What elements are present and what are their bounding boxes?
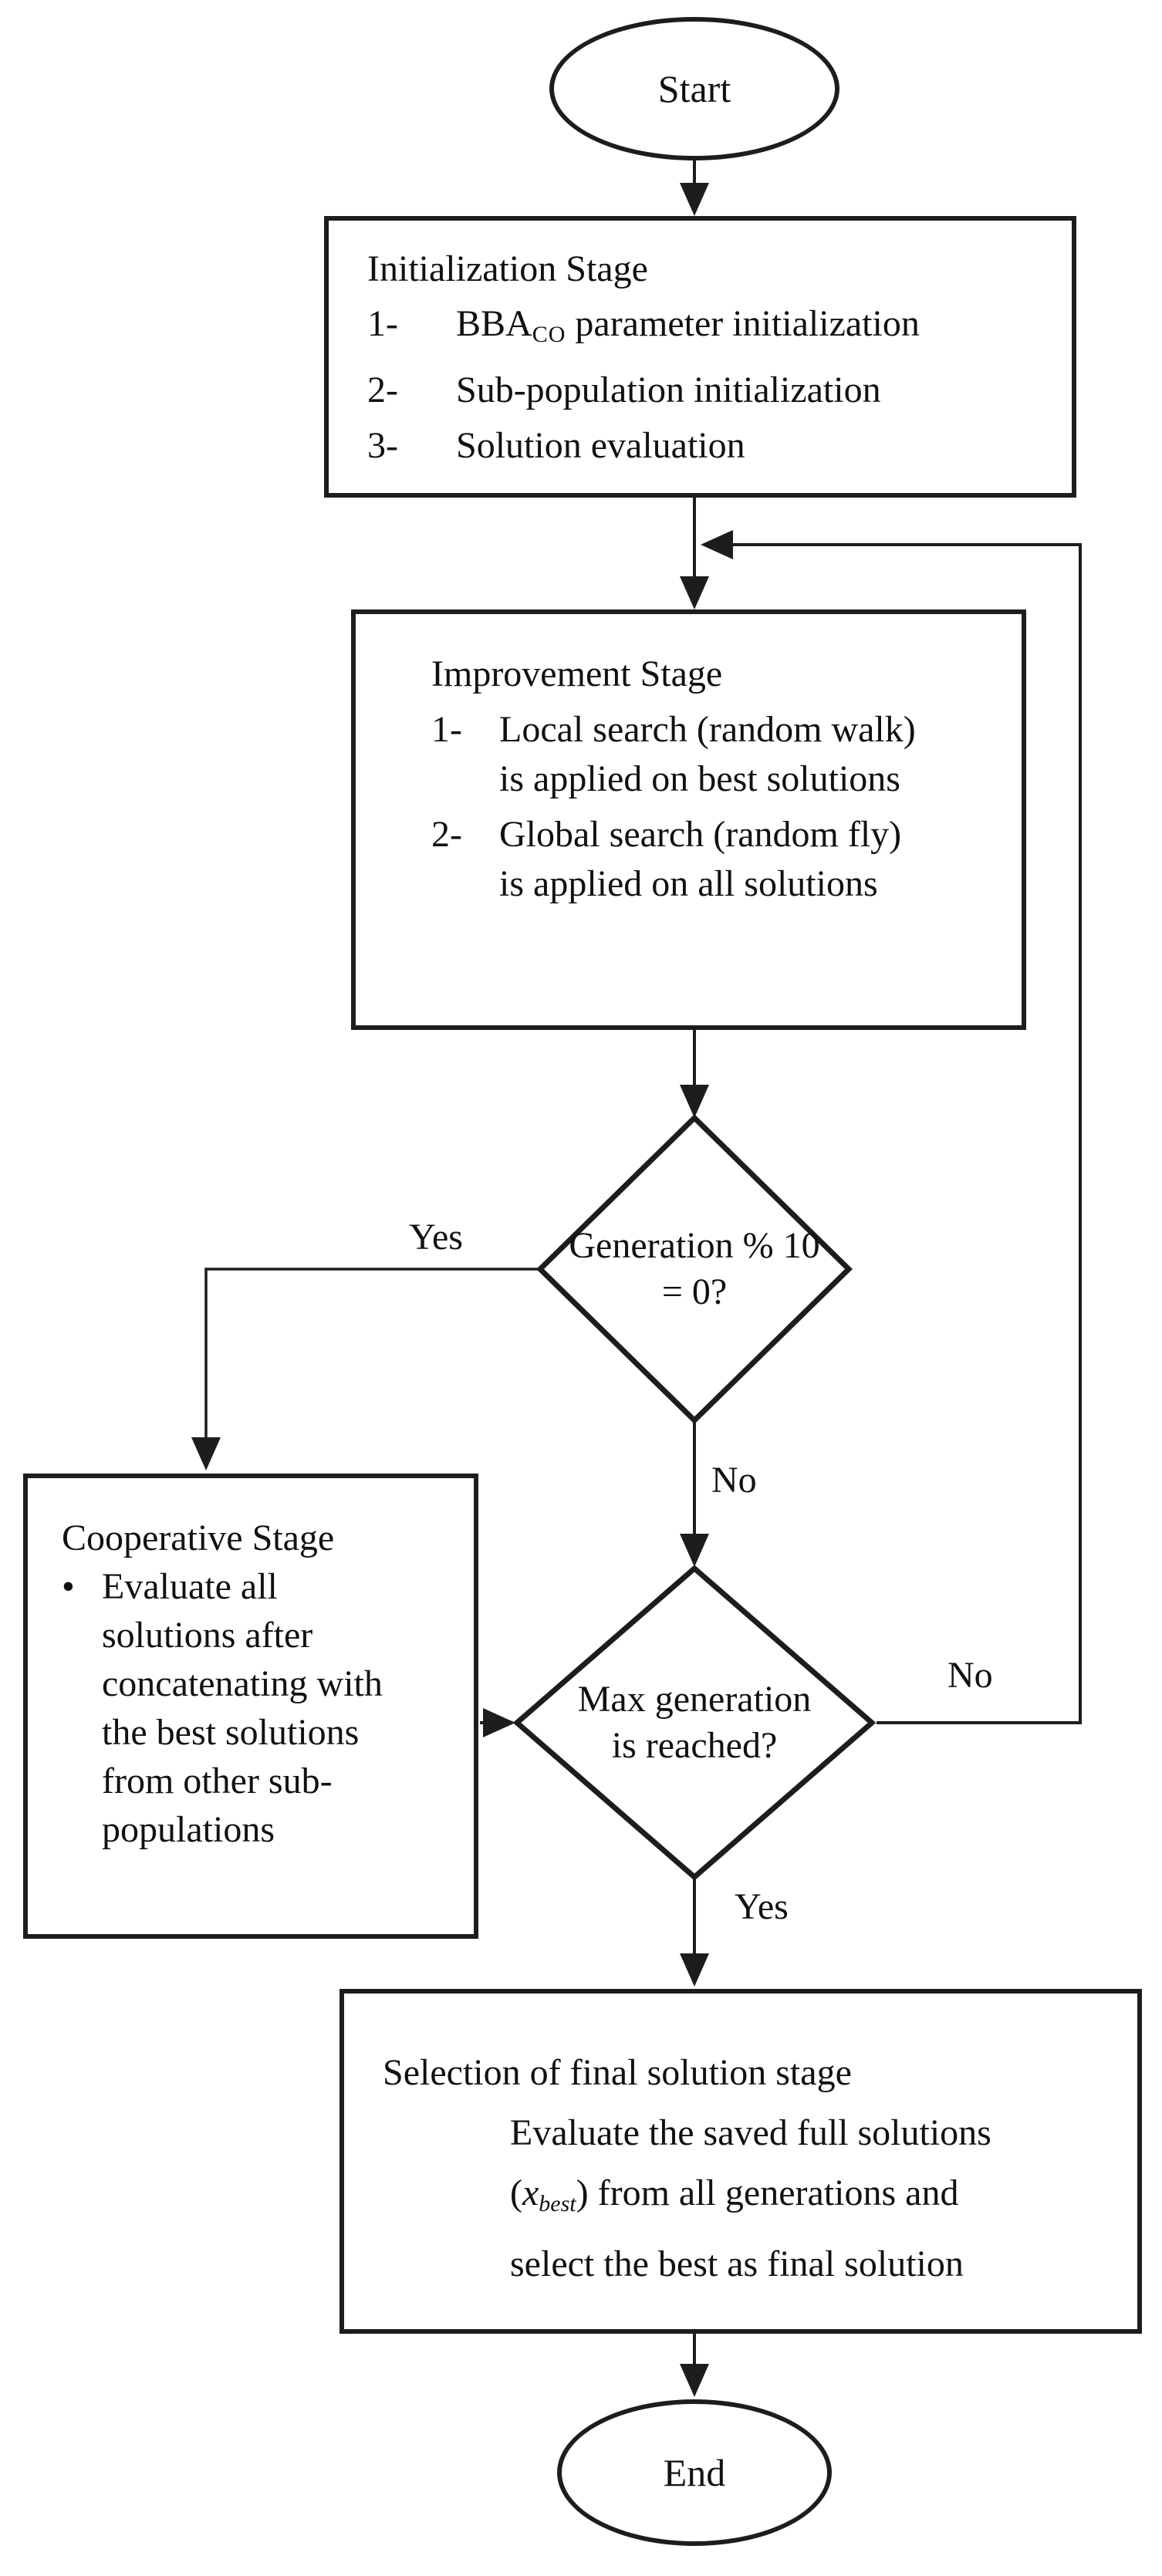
start-node: Start bbox=[549, 17, 839, 160]
label-max-no: No bbox=[948, 1655, 993, 1696]
final-selection-line: (xbest) from all generations and bbox=[510, 2163, 1122, 2234]
list-item-number: 1- bbox=[431, 709, 462, 750]
list-item-text: Global search (random fly) is applied on… bbox=[499, 810, 1006, 909]
paren-text: ( bbox=[510, 2173, 522, 2213]
list-item-text: Local search (random walk) is applied on… bbox=[499, 705, 1006, 804]
list-item-line: concatenating with bbox=[102, 1663, 383, 1704]
xbest-variable: x bbox=[522, 2173, 539, 2213]
arrowhead-right-icon bbox=[483, 1708, 515, 1737]
list-item-text: Sub-population initialization bbox=[456, 370, 881, 410]
arrowhead-down-icon bbox=[680, 1953, 709, 1987]
final-selection-stage-node: Selection of final solution stage Evalua… bbox=[339, 1989, 1142, 2334]
cooperative-stage-node: Cooperative Stage • Evaluate all solutio… bbox=[23, 1474, 478, 1939]
initialization-stage-node: Initialization Stage 1- BBACO parameter … bbox=[324, 216, 1076, 498]
list-item: • Evaluate all solutions after concatena… bbox=[62, 1562, 463, 1854]
cooperative-title: Cooperative Stage bbox=[62, 1518, 335, 1558]
label-generation-yes: Yes bbox=[409, 1217, 463, 1258]
edge-gencheck-yes-line bbox=[204, 1268, 540, 1437]
final-selection-line: select the best as final solution bbox=[510, 2243, 964, 2284]
list-item-line: the best solutions bbox=[102, 1712, 360, 1753]
list-item-text: BBACO parameter initialization bbox=[456, 298, 1056, 361]
end-node: End bbox=[557, 2399, 832, 2546]
arrowhead-down-icon bbox=[191, 1437, 221, 1470]
list-item-number: 3- bbox=[367, 425, 398, 466]
list-item: 1- BBACO parameter initialization bbox=[367, 298, 1056, 361]
label-max-yes: Yes bbox=[735, 1886, 789, 1927]
arrowhead-left-icon bbox=[701, 530, 733, 559]
arrowhead-down-icon bbox=[680, 576, 709, 609]
list-item: 2- Global search (random fly) is applied… bbox=[431, 810, 1006, 909]
list-item-text: Solution evaluation bbox=[456, 425, 745, 466]
bbaco-text: BBA bbox=[456, 303, 532, 344]
list-item: 1- Local search (random walk) is applied… bbox=[431, 705, 1006, 804]
improvement-title: Improvement Stage bbox=[431, 653, 723, 694]
list-item-number: 2- bbox=[431, 814, 462, 855]
edge-loop-back-line bbox=[731, 543, 1082, 1724]
list-item-number: 2- bbox=[367, 370, 398, 410]
xbest-subscript: best bbox=[539, 2191, 576, 2216]
end-label: End bbox=[663, 2451, 726, 2494]
list-item-line: populations bbox=[102, 1809, 275, 1850]
arrowhead-down-icon bbox=[680, 1534, 709, 1567]
start-label: Start bbox=[657, 67, 731, 110]
generation-check-diamond bbox=[535, 1114, 853, 1424]
list-item-line: is applied on best solutions bbox=[499, 758, 900, 799]
list-item: 2- Sub-population initialization bbox=[367, 364, 1056, 417]
list-item-line: Evaluate all bbox=[102, 1566, 278, 1607]
arrowhead-down-icon bbox=[680, 2364, 709, 2397]
list-item: 3- Solution evaluation bbox=[367, 420, 1056, 472]
list-item-line: from other sub- bbox=[102, 1761, 333, 1801]
final-selection-body: Evaluate the saved full solutions (xbest… bbox=[383, 2103, 1122, 2294]
bullet-icon: • bbox=[62, 1566, 75, 1607]
list-item-line: Global search (random fly) bbox=[499, 814, 902, 855]
list-item-number: 1- bbox=[367, 303, 398, 344]
label-generation-no: No bbox=[711, 1460, 757, 1501]
initialization-title: Initialization Stage bbox=[367, 248, 648, 289]
list-item-line: solutions after bbox=[102, 1615, 313, 1656]
max-generation-check-diamond bbox=[512, 1565, 877, 1881]
final-selection-line: Evaluate the saved full solutions bbox=[510, 2112, 991, 2153]
list-item-text: Evaluate all solutions after concatenati… bbox=[102, 1562, 463, 1854]
improvement-stage-node: Improvement Stage 1- Local search (rando… bbox=[351, 609, 1026, 1030]
list-item-line: is applied on all solutions bbox=[499, 863, 878, 904]
bbaco-subscript: CO bbox=[532, 322, 566, 347]
list-item-text-rest: parameter initialization bbox=[566, 303, 920, 344]
arrowhead-down-icon bbox=[680, 183, 709, 216]
arrowhead-down-icon bbox=[680, 1085, 709, 1118]
final-selection-line-rest: ) from all generations and bbox=[576, 2173, 959, 2213]
final-selection-title: Selection of final solution stage bbox=[383, 2052, 852, 2093]
list-item-line: Local search (random walk) bbox=[499, 709, 916, 750]
